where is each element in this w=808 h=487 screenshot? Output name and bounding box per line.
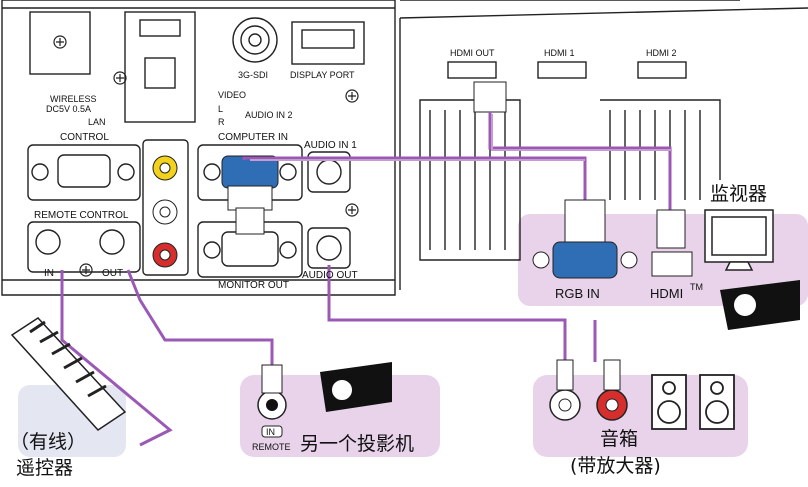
audio-in-2-label: AUDIO IN 2 [245, 110, 293, 120]
hdmi-in-port-icon [651, 251, 693, 277]
speaker-label-1: 音箱 [600, 428, 638, 450]
other-projector-label: 另一个投影机 [300, 433, 414, 455]
lan-label: LAN [88, 117, 106, 127]
sdi-label: 3G-SDI [238, 70, 268, 80]
hdmi-label: HDMI [650, 286, 683, 301]
control-label: CONTROL [60, 132, 109, 143]
speaker-icon [651, 374, 735, 430]
video-label: VIDEO [218, 90, 246, 100]
monitor-icon [704, 209, 774, 271]
dc-label: DC5V 0.5A [46, 104, 91, 114]
hdmi-1-label: HDMI 1 [544, 48, 575, 58]
computer-in-label: COMPUTER IN [218, 132, 288, 143]
other-projector-in-label: IN [266, 427, 275, 437]
hdmi-2-label: HDMI 2 [646, 48, 677, 58]
wireless-label: WIRELESS [50, 94, 97, 104]
audio-out-label: AUDIO OUT [302, 270, 358, 281]
out-label: OUT [102, 268, 123, 279]
screw-icons [53, 35, 359, 277]
other-projector-remote-label: REMOTE [252, 442, 291, 452]
remote-control-label: REMOTE CONTROL [34, 210, 129, 221]
hdmi-out-label: HDMI OUT [450, 48, 495, 58]
l-label: L [218, 104, 223, 114]
speaker-label-2: (带放大器) [570, 455, 661, 477]
cables [60, 112, 672, 447]
remote-control-icon [10, 317, 127, 431]
projector-icon-other [320, 362, 392, 412]
monitor-out-label: MONITOR OUT [218, 280, 289, 291]
remote-label-1: （有线） [10, 431, 86, 453]
hdmi-plug-icon [473, 81, 507, 113]
speaker-box [533, 375, 748, 457]
projector-back-panel [1, 0, 396, 296]
in-label: IN [44, 268, 54, 279]
rgb-in-port-icon [552, 241, 618, 279]
display-port-label: DISPLAY PORT [290, 70, 355, 80]
remote-label-2: 遥控器 [16, 457, 73, 479]
rgb-in-label: RGB IN [555, 286, 600, 301]
hdmi-tm-label: TM [690, 282, 703, 292]
monitor-title: 监视器 [710, 183, 767, 205]
projector-icon-main [720, 280, 800, 330]
r-label: R [218, 117, 225, 127]
audio-in-1-label: AUDIO IN 1 [304, 140, 357, 151]
